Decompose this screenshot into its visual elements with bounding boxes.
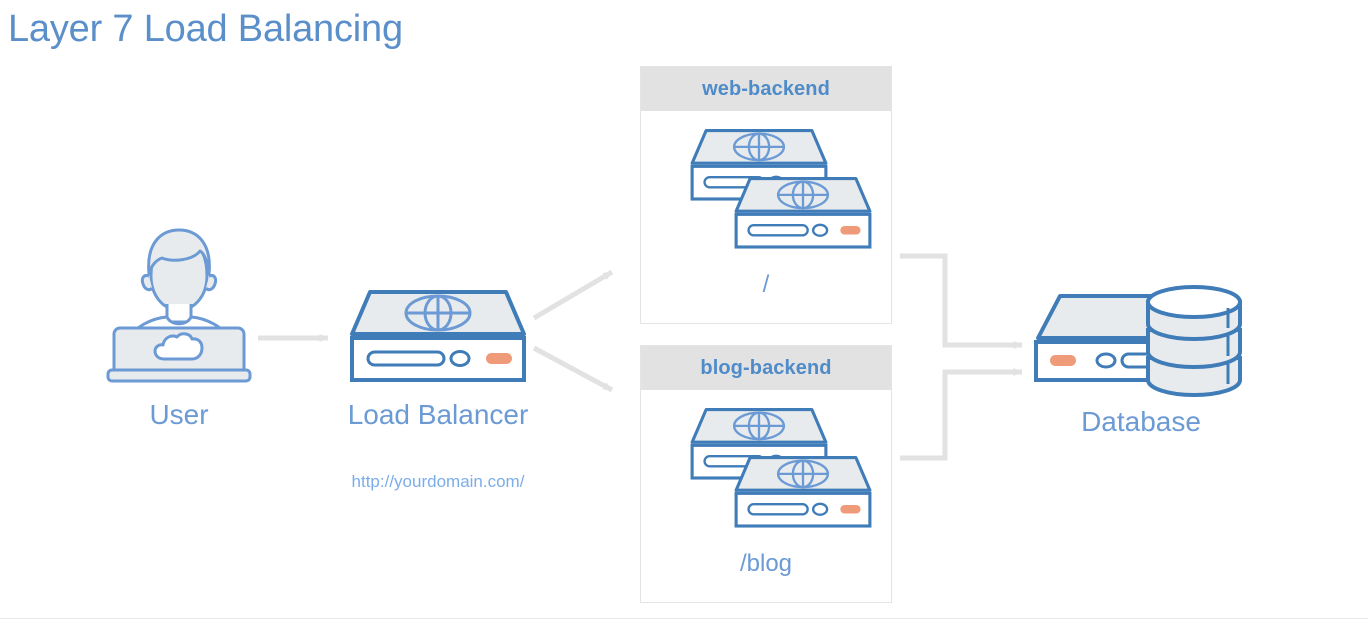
- backend-body-blog: /blog: [641, 390, 891, 602]
- cloud-icon: [153, 332, 204, 361]
- database-disc-stack: [1146, 285, 1242, 397]
- load-balancer-url: http://yourdomain.com/: [351, 472, 525, 491]
- backend-box-blog[interactable]: blog-backend: [640, 345, 892, 603]
- connector-web-backend-to-database: [900, 253, 1023, 349]
- connector-load-balancer-to-blog-backend: [532, 345, 614, 393]
- load-balancer-server-globe-icon: [350, 290, 526, 382]
- database-label: Database: [1081, 406, 1201, 437]
- backend-body-web: /: [641, 111, 891, 323]
- bottom-divider: [0, 618, 1368, 619]
- page-title: Layer 7 Load Balancing: [8, 8, 403, 50]
- server-globe-icon: [734, 177, 872, 249]
- load-balancer-label: Load Balancer: [347, 399, 529, 430]
- user-label: User: [149, 399, 209, 430]
- backend-header-label: blog-backend: [700, 356, 832, 379]
- backend-header-blog: blog-backend: [641, 346, 891, 390]
- backend-path-label: /blog: [739, 550, 793, 577]
- connector-load-balancer-to-web-backend: [532, 269, 614, 321]
- user-laptop-icon: [106, 228, 252, 383]
- backend-path-label: /: [762, 271, 770, 298]
- connector-blog-backend-to-database: [900, 368, 1023, 461]
- database-server-icon: [1034, 285, 1242, 397]
- server-globe-icon: [734, 456, 872, 528]
- backend-header-label: web-backend: [702, 77, 830, 100]
- backend-header-web: web-backend: [641, 67, 891, 111]
- backend-box-web[interactable]: web-backend: [640, 66, 892, 324]
